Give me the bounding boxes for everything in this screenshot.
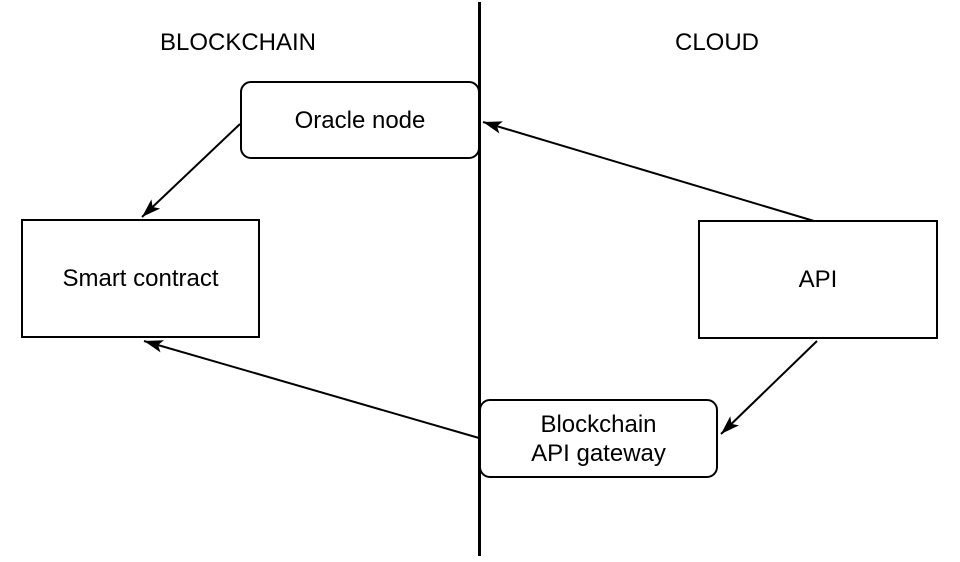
arrow-oracle-node-to-smart-contract (141, 123, 241, 218)
section-title-blockchain: BLOCKCHAIN (159, 29, 317, 56)
smart-contract-box: Smart contract (21, 219, 260, 338)
arrow-api-to-blockchain-api-gateway (720, 340, 818, 435)
blockchain-api-gateway-label-line2: API gateway (531, 439, 666, 467)
api-label: API (798, 266, 838, 293)
api-box: API (698, 220, 938, 339)
blockchain-api-gateway-box: Blockchain API gateway (479, 399, 718, 478)
arrow-blockchain-api-gateway-to-smart-contract (143, 340, 480, 439)
blockchain-api-gateway-label-line1: Blockchain (540, 410, 657, 438)
arrow-api-to-oracle-node (482, 121, 815, 222)
section-title-cloud: CLOUD (674, 29, 759, 56)
smart-contract-label: Smart contract (62, 265, 219, 292)
oracle-node-label: Oracle node (294, 106, 426, 134)
oracle-node-box: Oracle node (240, 81, 480, 159)
